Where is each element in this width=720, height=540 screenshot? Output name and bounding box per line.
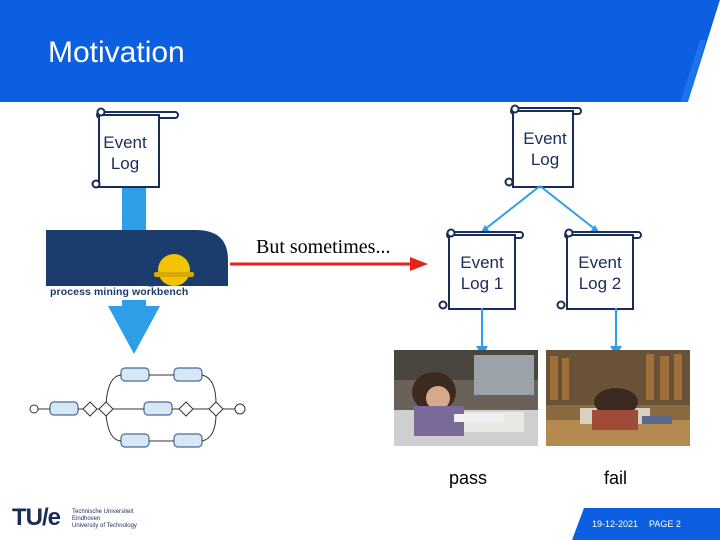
student-studying-photo (394, 350, 538, 446)
pass-caption: pass (449, 468, 488, 488)
but-sometimes-note: But sometimes... (256, 236, 391, 258)
prom-logo: ProM (46, 230, 228, 300)
event-log-scroll-top: Event Log (500, 104, 590, 188)
event-log-label: Event Log (523, 129, 567, 169)
tue-logo-line2: Eindhoven (72, 516, 101, 522)
footer-date: 19-12-2021 (592, 519, 639, 529)
process-model-diagram (29, 367, 246, 448)
event-log-scroll-left: Event Log (90, 106, 180, 190)
event-log-1-label: Event Log 1 (460, 253, 504, 293)
scroll-shape (438, 228, 524, 310)
tue-logo-line3: University of Technology (72, 523, 137, 529)
header-band (0, 0, 720, 102)
red-arrow (230, 257, 428, 271)
slide-title: Motivation (48, 36, 185, 69)
tue-logo-line1: Technische Universiteit (72, 509, 134, 515)
footer-page-number: PAGE 2 (649, 519, 681, 529)
scroll-shape (91, 107, 179, 189)
event-log-2-label: Event Log 2 (578, 253, 622, 293)
event-log-2-scroll: Event Log 2 (552, 228, 652, 314)
student-asleep-photo (546, 350, 690, 446)
scroll-shape (556, 228, 642, 310)
prom-subtitle: process mining workbench (50, 286, 189, 298)
footer-band (572, 508, 720, 540)
event-log-1-scroll: Event Log 1 (434, 228, 534, 314)
fail-caption: fail (604, 468, 628, 488)
event-log-label: Event Log (103, 133, 147, 173)
scroll-shape (504, 104, 582, 188)
tue-logo-mark: TU/e (12, 504, 61, 531)
